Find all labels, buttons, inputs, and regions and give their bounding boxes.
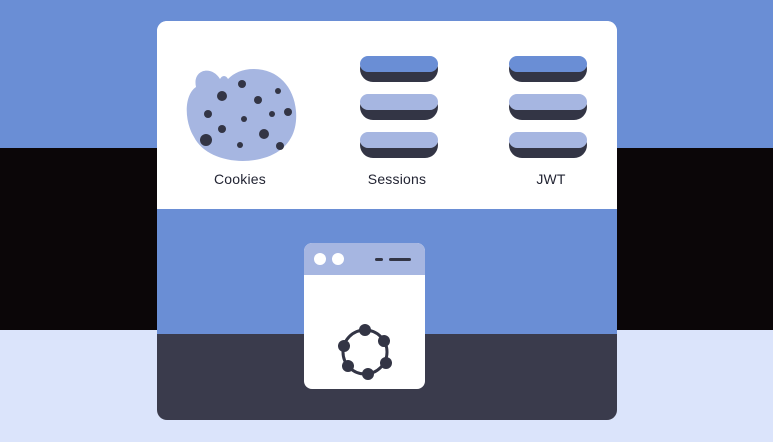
database-stack-icon — [354, 54, 444, 164]
window-dash — [375, 258, 383, 261]
window-dash — [389, 258, 411, 261]
network-ring-icon — [330, 319, 400, 385]
window-dot — [314, 253, 326, 265]
browser-window-icon — [304, 243, 425, 389]
jwt-database-stack-icon — [503, 54, 593, 164]
sessions-label: Sessions — [367, 171, 427, 187]
cookie-icon — [182, 59, 302, 167]
cookies-label: Cookies — [214, 171, 266, 187]
illustration-card: Cookies Sessions JWT — [157, 21, 617, 420]
browser-title-bar — [304, 243, 425, 275]
window-dot — [332, 253, 344, 265]
jwt-label: JWT — [536, 171, 566, 187]
